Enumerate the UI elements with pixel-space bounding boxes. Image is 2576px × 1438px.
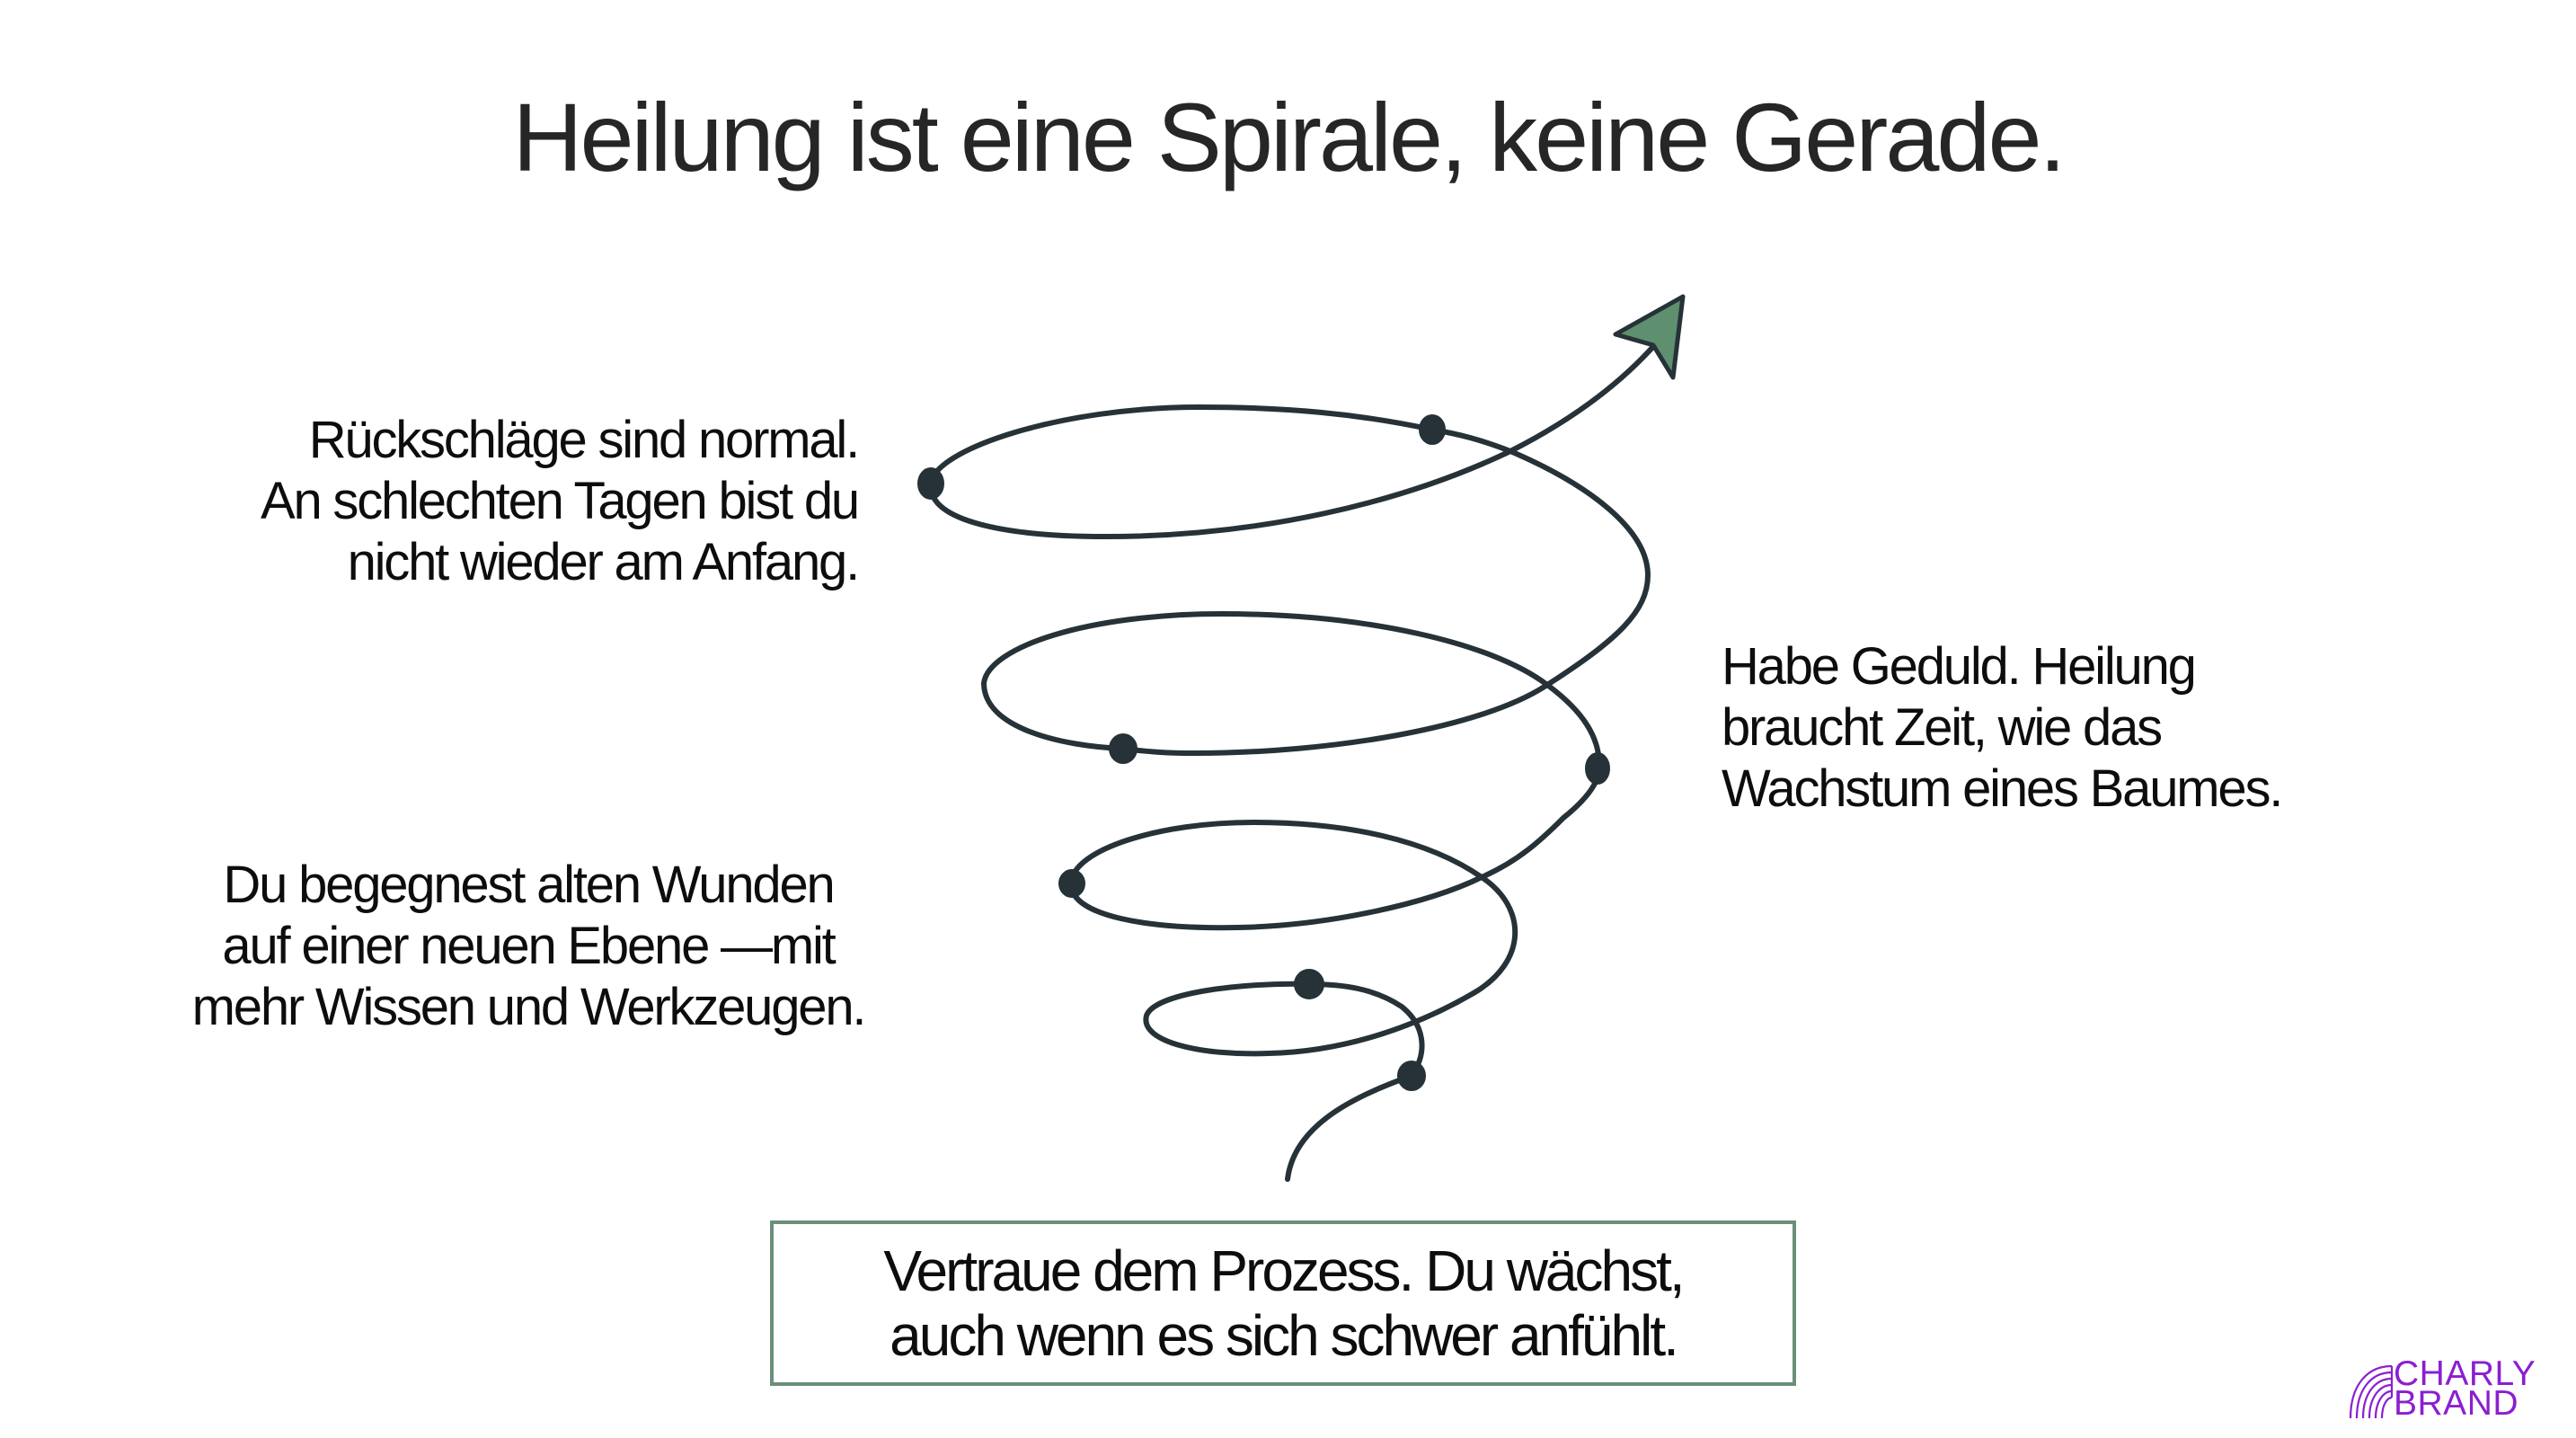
- note-line: braucht Zeit, wie das: [1722, 698, 2163, 757]
- note-line: Habe Geduld. Heilung: [1722, 637, 2197, 696]
- milestone-dot-icon: [1294, 969, 1324, 999]
- slide-title: Heilung ist eine Spirale, keine Gerade.: [512, 83, 2066, 191]
- spiral-path-icon: [927, 339, 1660, 1182]
- note-setbacks: Rückschläge sind normal. An schlechten T…: [260, 410, 861, 593]
- brand-wordmark: CHARLY BRAND: [2394, 1354, 2536, 1423]
- note-line: Du begegnest alten Wunden: [223, 856, 835, 914]
- note-patience: Habe Geduld. Heilung braucht Zeit, wie d…: [1722, 636, 2283, 820]
- milestone-dot-icon: [1397, 1061, 1426, 1091]
- callout-line: Vertraue dem Prozess. Du wächst,: [883, 1238, 1685, 1303]
- brand-line-2: BRAND: [2394, 1384, 2519, 1423]
- milestone-dot-icon: [1419, 414, 1446, 445]
- milestone-dot-icon: [1058, 869, 1085, 898]
- note-line: nicht wieder am Anfang.: [347, 533, 861, 591]
- brand-logo: CHARLY BRAND: [2347, 1354, 2576, 1424]
- callout-line: auch wenn es sich schwer anfühlt.: [890, 1303, 1679, 1368]
- milestone-dots: [917, 414, 1610, 1091]
- trust-callout-box: Vertraue dem Prozess. Du wächst, auch we…: [770, 1221, 1796, 1386]
- note-line: Rückschläge sind normal.: [308, 411, 860, 469]
- milestone-dot-icon: [917, 467, 944, 500]
- concentric-arcs-icon: [2349, 1364, 2394, 1419]
- milestone-dot-icon: [1109, 733, 1138, 764]
- note-line: auf einer neuen Ebene —mit: [222, 917, 836, 975]
- note-line: An schlechten Tagen bist du: [260, 472, 860, 530]
- note-line: Wachstum eines Baumes.: [1722, 759, 2283, 818]
- note-wounds: Du begegnest alten Wunden auf einer neue…: [163, 855, 894, 1038]
- brand-line-1: CHARLY: [2394, 1354, 2536, 1393]
- note-line: mehr Wissen und Werkzeugen.: [191, 978, 867, 1036]
- arrow-head-icon: [1613, 294, 1686, 380]
- milestone-dot-icon: [1585, 752, 1610, 785]
